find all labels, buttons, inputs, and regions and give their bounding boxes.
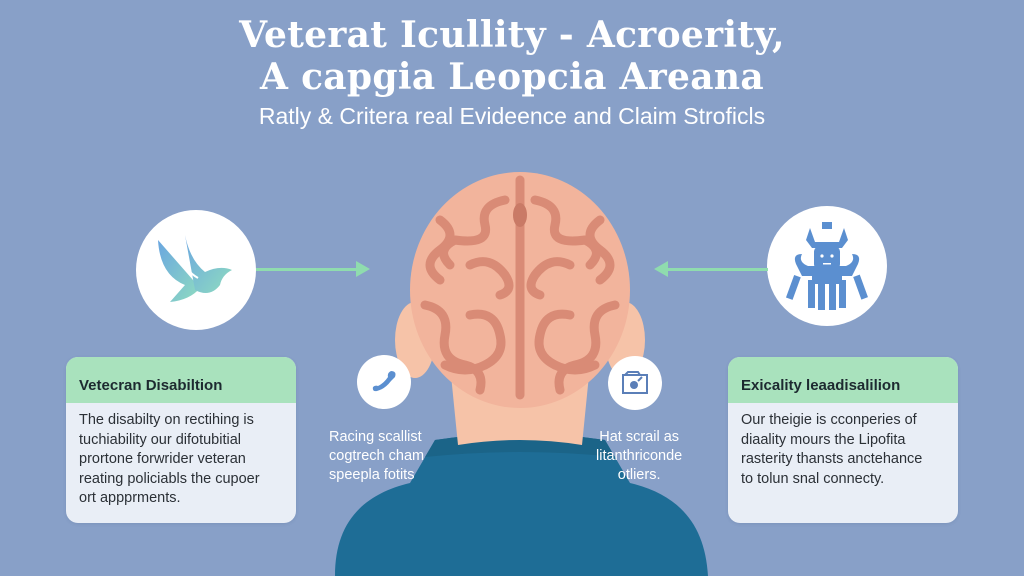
right-caption-line: Hat scrail as (599, 429, 680, 445)
right-caption-line: otliers. (617, 467, 661, 483)
phone-handset-icon (372, 371, 396, 392)
left-info-card: Vetecran Disabiltion The disabilty on re… (66, 357, 296, 523)
left-caption-line: Racing scallist (329, 429, 422, 445)
right-card-line: rasterity thansts anctehance (741, 451, 923, 467)
right-card-line: Our theigie is cconperies of (741, 412, 917, 428)
left-card-line: tuchiability our difotubitial (79, 431, 242, 448)
left-caption: Racing scallist cogtrech cham speepla fo… (329, 428, 424, 485)
right-card-body: Our theigie is cconperies of diaality mo… (728, 403, 958, 489)
left-card-body: The disabilty on rectihing is tuchiabili… (66, 403, 296, 509)
right-card-line: diaality mours the Lipofita (741, 431, 906, 448)
left-card-line: The disabilty on rectihing is (79, 412, 254, 428)
right-small-icon-circle (608, 356, 662, 410)
left-caption-line: speepla fotits (329, 467, 415, 483)
right-card-title: Exicality leaadisalilion (741, 377, 901, 394)
right-info-card: Exicality leaadisalilion Our theigie is … (728, 357, 958, 523)
right-caption: Hat scrail as litanthriconde otliers. (596, 428, 682, 485)
right-arrow (668, 268, 768, 271)
right-card-line: to tolun snal connecty. (741, 470, 885, 487)
horned-figure-icon (785, 222, 868, 310)
left-small-icon-circle (357, 355, 411, 409)
left-card-line: ort appprments. (79, 490, 181, 506)
left-icon-circle (136, 210, 256, 330)
left-caption-line: cogtrech cham (329, 448, 425, 464)
title-line-2: A capgia Leopcia Areana (260, 56, 764, 98)
page-subtitle: Ratly & Critera real Evideence and Claim… (258, 103, 766, 129)
left-card-title: Vetecran Disabiltion (79, 377, 223, 394)
right-card-header: Exicality leaadisalilion (728, 357, 958, 403)
left-arrow-head (356, 261, 370, 277)
title-line-1: Veterat Icullity - Acroerity, (239, 14, 785, 56)
camera-frame-icon (622, 371, 648, 394)
right-icon-circle (767, 206, 887, 326)
left-card-line: prortone forwrider veteran (79, 451, 246, 467)
right-arrow-head (654, 261, 668, 277)
dove-icon (158, 235, 232, 302)
brain-head-icon (335, 172, 708, 576)
right-caption-line: litanthriconde (596, 448, 683, 464)
left-arrow (256, 268, 356, 271)
page-title: Veterat Icullity - Acroerity, A capgia L… (0, 14, 1024, 98)
left-card-line: reating policiabls the cupoer (79, 470, 260, 487)
left-card-header: Vetecran Disabiltion (66, 357, 296, 403)
